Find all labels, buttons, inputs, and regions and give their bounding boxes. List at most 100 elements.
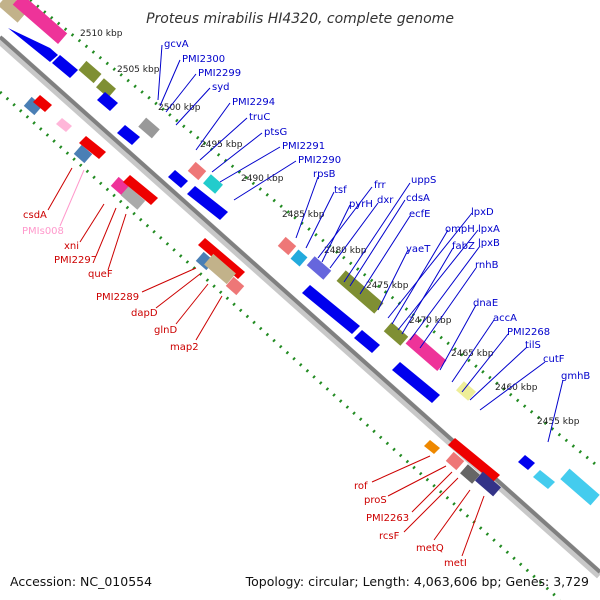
gene-block xyxy=(204,253,236,285)
gene-arrow xyxy=(198,238,245,279)
gene-block xyxy=(12,0,68,44)
scale-label: 2505 kbp xyxy=(117,65,160,75)
gene-block xyxy=(475,471,501,497)
gene-label: metI xyxy=(444,558,467,569)
scale-label: 2485 kbp xyxy=(282,210,325,220)
gene-block xyxy=(225,276,245,296)
gene-arrow xyxy=(123,175,158,205)
gene-label: frr xyxy=(374,180,386,191)
label-leader xyxy=(107,213,127,271)
gene-block xyxy=(23,96,43,116)
gene-label: lpxB xyxy=(478,238,500,249)
gene-block xyxy=(138,117,160,139)
label-leader xyxy=(401,247,454,335)
gene-label: rof xyxy=(354,481,368,492)
outer-dotted-ring xyxy=(29,0,600,470)
gene-label: rnhB xyxy=(475,260,499,271)
gene-block xyxy=(290,249,308,267)
gene-arrow xyxy=(52,55,78,78)
gene-label: fabZ xyxy=(452,241,475,252)
gene-arrow xyxy=(448,438,500,482)
gene-arrow xyxy=(533,470,555,489)
label-leader xyxy=(387,465,447,497)
label-leader xyxy=(371,455,431,483)
label-leader xyxy=(47,167,73,211)
gene-arrow xyxy=(33,95,52,112)
gene-label: PMI2299 xyxy=(198,68,241,79)
label-leader xyxy=(439,304,477,371)
gene-label: ecfE xyxy=(409,209,431,220)
label-leader xyxy=(165,73,197,113)
gene-block xyxy=(560,468,600,506)
label-leader xyxy=(321,204,351,263)
gene-arrow xyxy=(187,186,228,220)
gene-label: accA xyxy=(493,313,517,324)
gene-arrow xyxy=(117,125,140,145)
forward-gene-labels: gcvA PMI2300 PMI2299 syd PMI2294 truC pt… xyxy=(157,39,590,443)
label-leader xyxy=(461,333,509,393)
label-leader xyxy=(359,215,411,295)
scale-label: 2490 kbp xyxy=(241,174,284,184)
inner-dotted-ring xyxy=(0,90,562,600)
label-leader xyxy=(155,273,201,309)
label-leader xyxy=(317,186,373,259)
gene-label: cdsA xyxy=(406,193,430,204)
label-leader xyxy=(397,229,479,331)
gene-arrow xyxy=(354,330,380,353)
gene-arrow xyxy=(168,170,188,188)
gene-label: rcsF xyxy=(379,531,400,542)
label-leader xyxy=(295,176,319,239)
gene-arrow xyxy=(79,136,106,159)
gene-label: PMIs008 xyxy=(22,226,64,237)
label-leader xyxy=(79,203,105,243)
gene-label: ptsG xyxy=(264,127,287,138)
gene-label: syd xyxy=(212,82,229,93)
label-leader xyxy=(305,191,335,249)
label-leader xyxy=(233,160,297,201)
gene-label: PMI2291 xyxy=(282,141,325,152)
genome-backbone xyxy=(0,35,600,574)
backbone-shadow xyxy=(0,36,600,579)
gene-label: tsf xyxy=(334,185,347,196)
label-leader xyxy=(59,169,85,227)
label-leader xyxy=(329,202,379,269)
gene-block xyxy=(460,464,480,484)
label-leader xyxy=(175,283,209,325)
gene-label: glnD xyxy=(154,325,177,336)
label-leader xyxy=(411,471,453,513)
label-leader xyxy=(195,102,231,151)
label-leader xyxy=(479,361,546,411)
label-leader xyxy=(199,117,248,161)
scale-label: 2495 kbp xyxy=(200,140,243,150)
label-leader xyxy=(409,245,481,341)
scale-label: 2480 kbp xyxy=(324,246,367,256)
gene-block xyxy=(187,161,207,181)
label-leader xyxy=(403,477,459,533)
gene-label: ompH xyxy=(445,224,475,235)
gene-label: cutF xyxy=(543,354,565,365)
label-leader xyxy=(433,489,471,541)
gene-label: dnaE xyxy=(473,298,498,309)
label-leader xyxy=(211,132,263,173)
reverse-gene-labels: csdA PMIs008 xni PMI2297 queF PMI2289 da… xyxy=(22,167,485,569)
gene-label: metQ xyxy=(416,543,444,554)
gene-block xyxy=(203,174,223,194)
label-leader xyxy=(343,182,411,283)
gene-label: yaeT xyxy=(406,244,431,255)
label-leader xyxy=(451,319,495,383)
scale-label: 2475 kbp xyxy=(366,281,409,291)
scale-label: 2510 kbp xyxy=(80,29,123,39)
gene-label: csdA xyxy=(23,210,47,221)
gene-label: pyrH xyxy=(349,199,373,210)
gene-arrow xyxy=(424,440,440,454)
gene-label: proS xyxy=(364,495,387,506)
gene-label: queF xyxy=(88,269,113,280)
gene-block xyxy=(383,322,409,346)
accession-label: Accession: NC_010554 xyxy=(10,574,152,589)
label-leader xyxy=(391,229,449,325)
gene-label: rpsB xyxy=(313,169,336,180)
gene-label: PMI2290 xyxy=(298,155,341,166)
page-title: Proteus mirabilis HI4320, complete genom… xyxy=(146,11,454,27)
gene-label: PMI2297 xyxy=(54,255,97,266)
